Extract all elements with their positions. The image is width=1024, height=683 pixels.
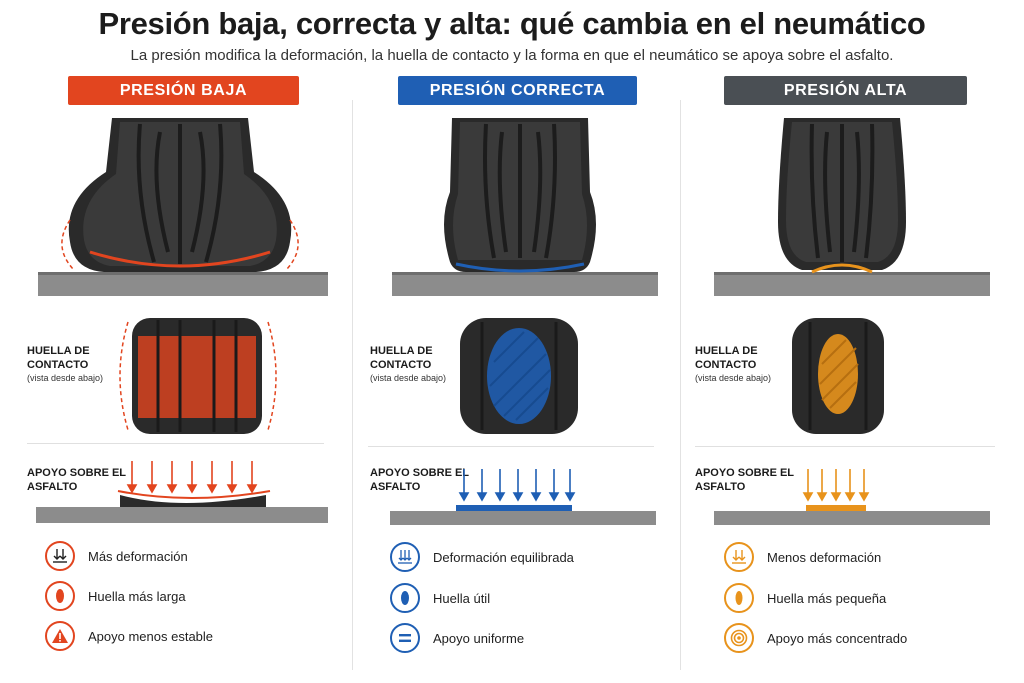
feature-text: Huella más pequeña bbox=[767, 590, 887, 606]
feature-high-footprint: Huella más pequeña bbox=[724, 583, 886, 613]
separator bbox=[695, 446, 995, 447]
tire-side-view-low bbox=[38, 118, 328, 296]
feature-correct-support: Apoyo uniforme bbox=[390, 623, 524, 653]
footprint-sublabel-high: (vista desde abajo) bbox=[695, 373, 772, 383]
footprint-icon bbox=[390, 583, 420, 613]
footprint-label-low: HUELLA DE CONTACTO bbox=[27, 345, 90, 371]
footprint-sublabel-low: (vista desde abajo) bbox=[27, 373, 104, 383]
equals-icon bbox=[390, 623, 420, 653]
tire-side-view-correct bbox=[392, 118, 658, 296]
header-correct-pressure: PRESIÓN CORRECTA bbox=[398, 76, 637, 105]
footprint-icon bbox=[724, 583, 754, 613]
column-low-pressure: PRESIÓN BAJA HUELLA DE CONTACTO (vista d… bbox=[0, 0, 352, 683]
warning-icon bbox=[45, 621, 75, 651]
balanced-arrows-icon bbox=[390, 542, 420, 572]
header-low-pressure: PRESIÓN BAJA bbox=[68, 76, 299, 105]
footprint-icon bbox=[45, 581, 75, 611]
support-diagram-low bbox=[36, 461, 328, 523]
tire-side-view-high bbox=[714, 118, 990, 296]
feature-correct-deformation: Deformación equilibrada bbox=[390, 542, 574, 572]
feature-text: Huella más larga bbox=[88, 588, 186, 604]
feature-high-deformation: Menos deformación bbox=[724, 542, 881, 572]
column-high-pressure: PRESIÓN ALTA HUELLA DE CONTACTO (vista d… bbox=[680, 0, 1024, 683]
target-icon bbox=[724, 623, 754, 653]
column-correct-pressure: PRESIÓN CORRECTA HUELLA DE CONTACTO (vis… bbox=[352, 0, 680, 683]
feature-low-footprint: Huella más larga bbox=[45, 581, 186, 611]
column-divider bbox=[352, 100, 353, 670]
support-diagram-high bbox=[714, 469, 990, 525]
support-diagram-correct bbox=[390, 469, 656, 525]
footprint-correct bbox=[460, 318, 578, 434]
footprint-high bbox=[792, 318, 884, 434]
feature-text: Apoyo menos estable bbox=[88, 628, 214, 644]
feature-low-support: Apoyo menos estable bbox=[45, 621, 213, 651]
feature-text: Deformación equilibrada bbox=[433, 549, 574, 565]
header-high-pressure: PRESIÓN ALTA bbox=[724, 76, 967, 105]
footprint-label-high: HUELLA DE CONTACTO bbox=[695, 345, 758, 371]
feature-text: Huella útil bbox=[433, 590, 491, 606]
separator bbox=[27, 443, 324, 444]
compress-arrows-icon bbox=[45, 541, 75, 571]
compress-arrows-icon bbox=[724, 542, 754, 572]
support-label-correct: APOYO SOBRE EL ASFALTO bbox=[370, 467, 469, 493]
feature-high-support: Apoyo más concentrado bbox=[724, 623, 907, 653]
footprint-low bbox=[119, 318, 277, 434]
feature-text: Más deformación bbox=[88, 548, 188, 564]
feature-text: Apoyo uniforme bbox=[433, 630, 525, 646]
separator bbox=[368, 446, 654, 447]
footprint-label-correct: HUELLA DE CONTACTO bbox=[370, 345, 433, 371]
support-label-low: APOYO SOBRE EL ASFALTO bbox=[27, 467, 126, 493]
column-divider bbox=[680, 100, 681, 670]
feature-text: Menos deformación bbox=[767, 549, 882, 565]
page-title: Presión baja, correcta y alta: qué cambi… bbox=[98, 6, 926, 41]
footprint-sublabel-correct: (vista desde abajo) bbox=[370, 373, 447, 383]
feature-text: Apoyo más concentrado bbox=[767, 630, 908, 646]
page-subtitle: La presión modifica la deformación, la h… bbox=[130, 47, 894, 64]
feature-low-deformation: Más deformación bbox=[45, 541, 188, 571]
support-label-high: APOYO SOBRE EL ASFALTO bbox=[695, 467, 794, 493]
feature-correct-footprint: Huella útil bbox=[390, 583, 490, 613]
